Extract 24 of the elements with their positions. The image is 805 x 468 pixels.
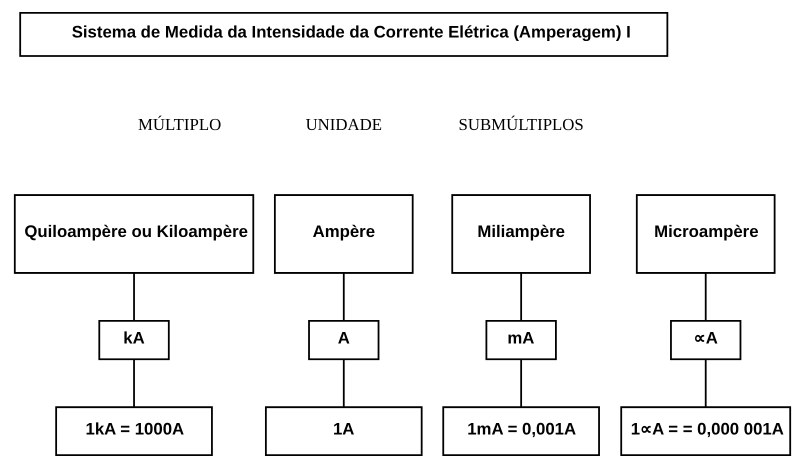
node-box: 1A (264, 406, 423, 456)
node-box: Quiloampère ou Kiloampère (14, 194, 254, 274)
connector (704, 273, 707, 321)
connector (342, 273, 345, 321)
connector (133, 360, 135, 407)
connector (520, 360, 522, 407)
node-box: mA (486, 320, 557, 360)
node-box: Sistema de Medida da Intensidade da Corrente Elétrica (Amperagem) I (19, 12, 668, 57)
node-box: ∝A (670, 320, 742, 360)
connector (133, 273, 135, 321)
connector (704, 360, 707, 407)
node-box: 1∝A = = 0,000 001A (620, 406, 792, 456)
node-box: A (308, 320, 380, 360)
node-box: 1kA = 1000A (55, 406, 213, 456)
connector (342, 360, 345, 407)
label: SUBMÚLTIPLOS (458, 114, 584, 134)
node-box: kA (98, 320, 170, 360)
node-box: Microampère (636, 194, 776, 274)
node-box: 1mA = 0,001A (442, 406, 600, 456)
label: UNIDADE (306, 114, 382, 134)
connector (520, 273, 522, 321)
node-box: Miliampère (451, 194, 591, 274)
node-box: Ampère (274, 194, 414, 274)
label: MÚLTIPLO (138, 114, 222, 134)
